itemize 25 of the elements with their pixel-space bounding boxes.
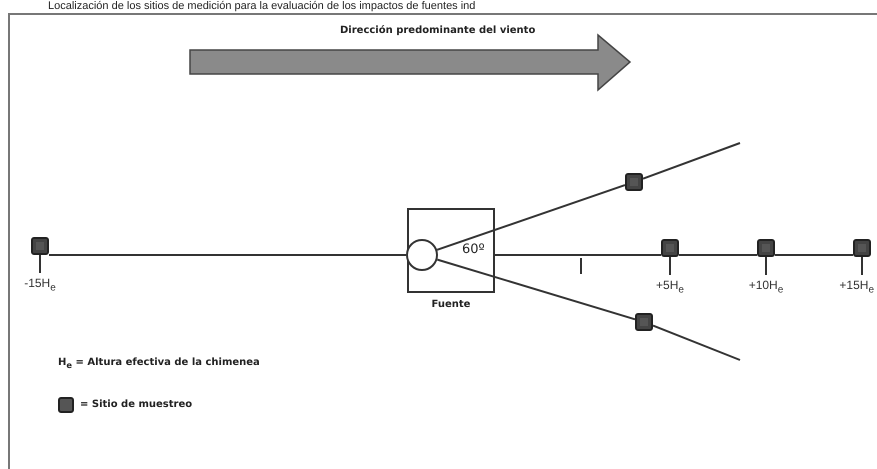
distance-label: +10H$_{e}$ — [748, 278, 784, 296]
connector-line — [642, 142, 740, 180]
source-circle — [406, 239, 438, 271]
sampling-site-marker — [757, 239, 775, 257]
connector-line — [495, 254, 661, 256]
connector-line — [679, 254, 757, 256]
sampling-site-marker — [635, 313, 653, 331]
sampling-site-marker — [31, 237, 49, 255]
sampling-site-marker — [853, 239, 871, 257]
legend-text: H$_{e}$ = Altura efectiva de la chimenea — [58, 357, 260, 370]
sampling-site-marker — [625, 173, 643, 191]
source-label: Fuente — [432, 299, 470, 310]
connector-line — [437, 258, 636, 320]
distance-label: +15H$_{e}$ — [839, 278, 874, 296]
distance-label: +5H$_{e}$ — [656, 278, 684, 296]
distance-label: -15H$_{e}$ — [24, 276, 56, 294]
legend-text: = Sitio de muestreo — [80, 399, 192, 410]
connector-line — [436, 184, 626, 251]
connector-line — [775, 254, 853, 256]
wind-direction-label: Dirección predominante del viento — [340, 25, 536, 36]
angle-label: 60º — [462, 242, 485, 257]
connector-line — [652, 324, 740, 361]
figure-title: Localización de los sitios de medición para la evaluación de los impactos de fuentes ind — [48, 0, 476, 13]
connector-line — [49, 254, 406, 256]
sampling-site-marker — [661, 239, 679, 257]
